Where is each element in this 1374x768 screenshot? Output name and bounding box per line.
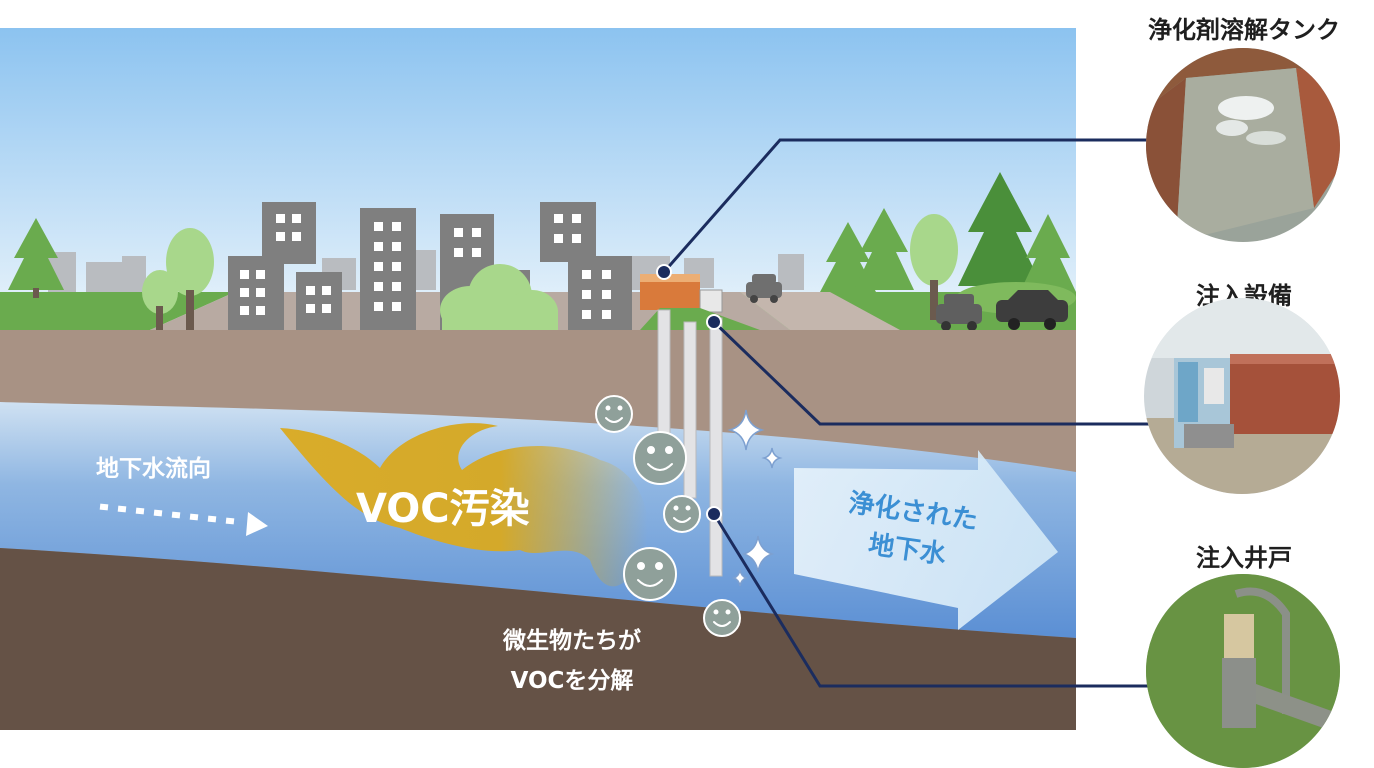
clean-water-arrow xyxy=(794,450,1058,630)
flow-direction-label: 地下水流向 xyxy=(96,455,211,482)
microbe-label-line1: 微生物たちが xyxy=(502,627,641,654)
road xyxy=(740,292,900,330)
callout-lines xyxy=(662,138,1160,688)
voc-contamination-label: VOC汚染 xyxy=(356,486,530,532)
car-back xyxy=(746,274,782,303)
microbe-smiles xyxy=(605,405,731,627)
injection-well-photo xyxy=(1146,574,1340,768)
microbe-label-line2: VOCを分解 xyxy=(511,667,634,694)
flow-direction-arrow xyxy=(99,503,268,536)
microbe-faces xyxy=(595,395,741,637)
injection-equipment-photo xyxy=(1144,298,1340,494)
deep-soil-layer xyxy=(0,548,1076,730)
sparkle-icons xyxy=(727,409,783,587)
well-label: 注入井戸 xyxy=(1196,544,1292,572)
callout-dots xyxy=(656,264,722,522)
voc-plume xyxy=(280,423,648,587)
tree-left-conifer xyxy=(8,218,64,298)
tree-left-round xyxy=(142,228,214,330)
car-front-grey xyxy=(936,294,982,331)
grass-left xyxy=(0,292,235,330)
tank-label: 浄化剤溶解タンク xyxy=(1148,16,1340,44)
bush xyxy=(440,264,558,334)
car-front-dark xyxy=(996,290,1068,330)
building-windows xyxy=(240,214,611,319)
tank-photo xyxy=(1146,48,1340,242)
